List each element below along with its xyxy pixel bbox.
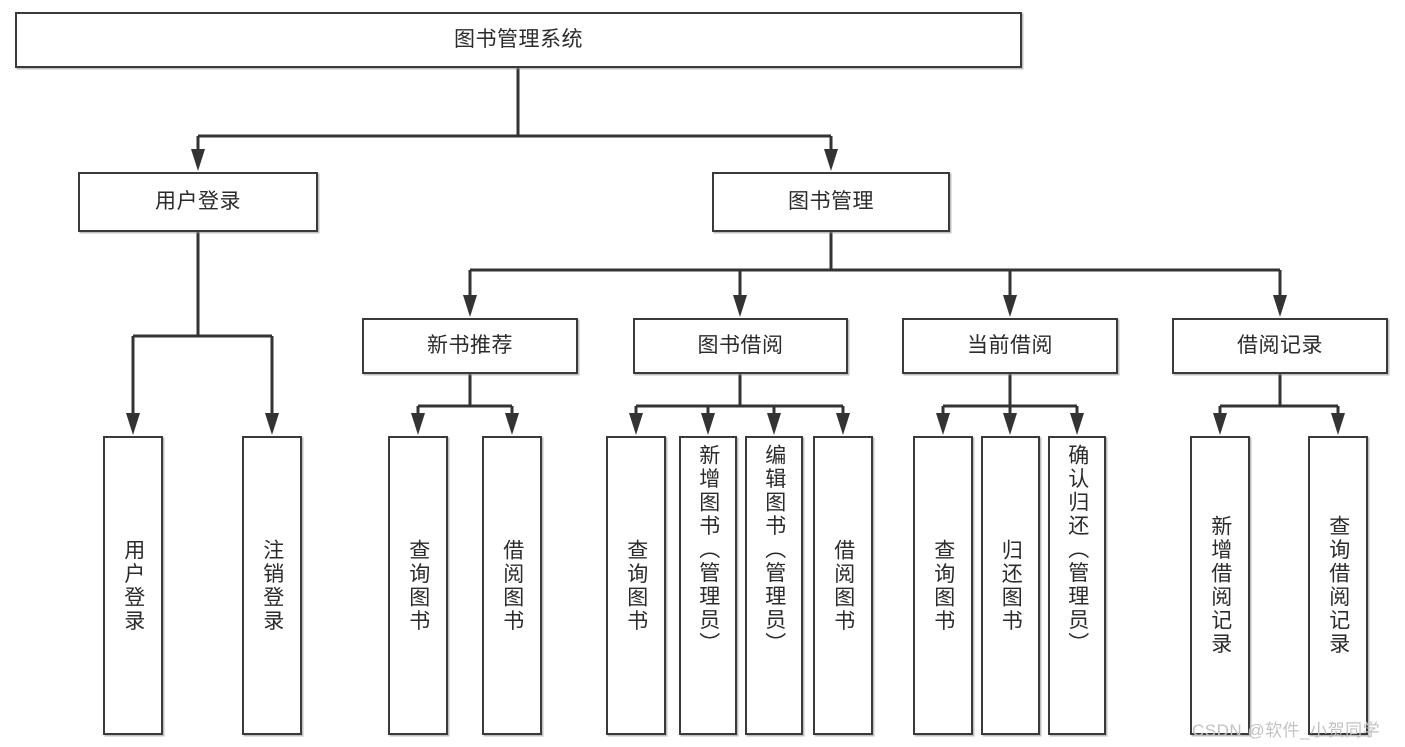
arrowhead-icon: [1213, 413, 1227, 435]
arrowhead-icon: [265, 413, 279, 435]
arrowhead-icon: [1003, 413, 1017, 435]
node-label: 图书管理系统: [454, 28, 583, 52]
node-label: 图书管理: [788, 190, 874, 214]
node-label: 查询图书: [931, 538, 955, 633]
node-n-current-borrow[interactable]: 当前借阅: [902, 318, 1118, 374]
node-l-return-book[interactable]: 归还图书: [981, 436, 1040, 735]
node-label: 归还图书: [999, 538, 1023, 633]
node-label: 注销登录: [260, 538, 284, 633]
arrowhead-icon: [1003, 295, 1017, 317]
node-l-borrow-book-2[interactable]: 借阅图书: [813, 436, 873, 735]
arrowhead-icon: [824, 149, 838, 171]
arrowhead-icon: [1273, 295, 1287, 317]
node-l-add-book[interactable]: 新增图书（管理员）: [679, 436, 737, 735]
node-label: 借阅图书: [831, 538, 855, 633]
node-root[interactable]: 图书管理系统: [15, 12, 1022, 68]
arrowhead-icon: [411, 413, 425, 435]
arrowhead-icon: [629, 413, 643, 435]
node-l-query-record[interactable]: 查询借阅记录: [1308, 436, 1368, 735]
arrowhead-icon: [936, 413, 950, 435]
arrowhead-icon: [463, 295, 477, 317]
node-label: 查询图书: [406, 538, 430, 633]
node-label: 新增图书（管理员）: [696, 444, 720, 656]
node-label: 新书推荐: [427, 334, 513, 358]
node-n-book-borrow[interactable]: 图书借阅: [633, 318, 848, 374]
arrowhead-icon: [1070, 413, 1084, 435]
arrowhead-icon: [767, 413, 781, 435]
arrowhead-icon: [701, 413, 715, 435]
node-n-borrow-record[interactable]: 借阅记录: [1172, 318, 1388, 374]
node-l-borrow-book-1[interactable]: 借阅图书: [482, 436, 542, 735]
node-label: 借阅记录: [1237, 334, 1323, 358]
node-l-query-book-3[interactable]: 查询图书: [913, 436, 973, 735]
node-n-new-book-rec[interactable]: 新书推荐: [362, 318, 578, 374]
node-label: 查询图书: [624, 538, 648, 633]
arrowhead-icon: [836, 413, 850, 435]
node-label: 当前借阅: [967, 334, 1053, 358]
node-l-query-book-2[interactable]: 查询图书: [606, 436, 666, 735]
node-l-confirm-return[interactable]: 确认归还（管理员）: [1048, 436, 1106, 735]
arrowhead-icon: [505, 413, 519, 435]
node-l-edit-book[interactable]: 编辑图书（管理员）: [745, 436, 803, 735]
node-label: 用户登录: [155, 190, 241, 214]
watermark: CSDN @软件_小贺同学: [1192, 721, 1381, 740]
node-n-book-mgmt[interactable]: 图书管理: [712, 172, 950, 232]
node-l-user-login[interactable]: 用户登录: [103, 436, 163, 735]
node-n-user-login[interactable]: 用户登录: [78, 172, 318, 232]
arrowhead-icon: [1331, 413, 1345, 435]
arrowhead-icon: [191, 149, 205, 171]
arrowhead-icon: [733, 295, 747, 317]
arrowhead-icon: [126, 413, 140, 435]
node-l-logout[interactable]: 注销登录: [242, 436, 302, 735]
node-l-add-record[interactable]: 新增借阅记录: [1190, 436, 1250, 735]
node-label: 查询借阅记录: [1326, 515, 1350, 656]
node-label: 编辑图书（管理员）: [762, 444, 786, 656]
node-label: 图书借阅: [697, 334, 784, 358]
node-l-query-book-1[interactable]: 查询图书: [388, 436, 448, 735]
node-label: 借阅图书: [500, 538, 524, 633]
node-label: 用户登录: [121, 538, 145, 633]
node-label: 新增借阅记录: [1208, 515, 1232, 656]
node-label: 确认归还（管理员）: [1065, 444, 1089, 656]
